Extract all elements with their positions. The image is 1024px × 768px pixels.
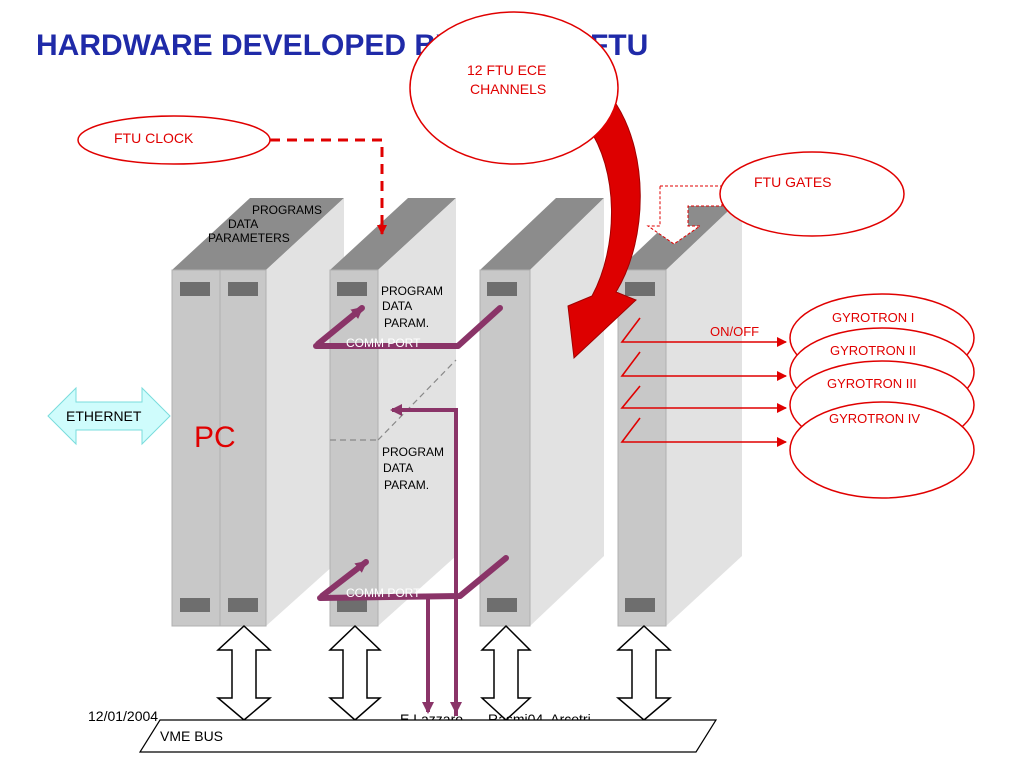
board-front-face — [329, 269, 379, 627]
board-front-face — [479, 269, 531, 627]
board-top-face — [330, 198, 456, 270]
gyrotron-label: GYROTRON IV — [829, 411, 920, 426]
ethernet-label: ETHERNET — [66, 408, 142, 424]
pc-top-face — [172, 198, 344, 270]
board-param-label-lower: PARAM. — [384, 478, 429, 492]
board-front-face — [617, 269, 667, 627]
comm-link-lower — [317, 555, 509, 601]
pc-parameters-label: PARAMETERS — [208, 231, 290, 245]
ftu-gates-label: FTU GATES — [754, 174, 832, 190]
pc-front-left — [171, 269, 221, 627]
pc-port-icon — [180, 282, 210, 296]
gyrotron-ellipse — [789, 401, 975, 499]
pc-port-icon — [228, 598, 258, 612]
gyrotron-label: GYROTRON I — [832, 310, 914, 325]
pc-port-icon — [228, 282, 258, 296]
ftu-gates-ellipse — [719, 151, 905, 237]
board-data-label-lower: DATA — [383, 461, 413, 475]
vme-connector-arrows — [215, 624, 673, 722]
pc-unit — [171, 198, 344, 627]
board-program-label: PROGRAM — [381, 284, 443, 298]
board-port-icon — [487, 282, 517, 296]
board-program-label-lower: PROGRAM — [382, 445, 444, 459]
board-data-label: DATA — [382, 299, 412, 313]
ftu-clock-dashed-arrow — [270, 138, 387, 235]
board-param-label: PARAM. — [384, 316, 429, 330]
gyrotron-list: GYROTRON I GYROTRON II GYROTRON III GYRO… — [789, 293, 975, 499]
gyrotron-control-arrows — [620, 317, 787, 447]
gyrotron-label: GYROTRON III — [827, 376, 917, 391]
board-port-icon — [337, 282, 367, 296]
vme-bus — [138, 719, 718, 753]
comm-port-upper-label: COMM PORT — [346, 336, 421, 350]
gyrotron-board — [617, 198, 742, 627]
ece-channels-label-1: 12 FTU ECE — [467, 62, 546, 78]
board-side-face — [530, 198, 604, 626]
gyrotron-label: GYROTRON II — [830, 343, 916, 358]
pc-front-right — [219, 269, 267, 627]
pc-port-icon — [180, 598, 210, 612]
vme-bus-label: VME BUS — [160, 728, 223, 744]
board-port-icon — [487, 598, 517, 612]
ethernet-arrow: ETHERNET — [47, 386, 171, 446]
ece-channels-label-2: CHANNELS — [470, 81, 546, 97]
pc-data-label: DATA — [228, 217, 258, 231]
board-port-icon — [625, 282, 655, 296]
board-port-icon — [625, 598, 655, 612]
board-side-face — [666, 198, 742, 626]
pc-side-face — [266, 198, 344, 626]
ftu-clock-label: FTU CLOCK — [114, 130, 194, 146]
ece-channels-ellipse — [409, 11, 619, 165]
purple-bus-lines — [390, 404, 462, 716]
footer-date: 12/01/2004 — [88, 708, 158, 724]
ece-curved-arrow — [567, 97, 641, 360]
pc-programs-label: PROGRAMS — [252, 203, 322, 217]
comm-port-lower-label: COMM PORT — [346, 586, 421, 600]
internal-dashed-line — [377, 359, 457, 441]
on-off-label: ON/OFF — [710, 324, 759, 339]
comm-link-upper — [313, 305, 503, 349]
board-port-icon — [337, 598, 367, 612]
pc-label: PC — [194, 421, 236, 454]
board-top-face — [480, 198, 604, 270]
